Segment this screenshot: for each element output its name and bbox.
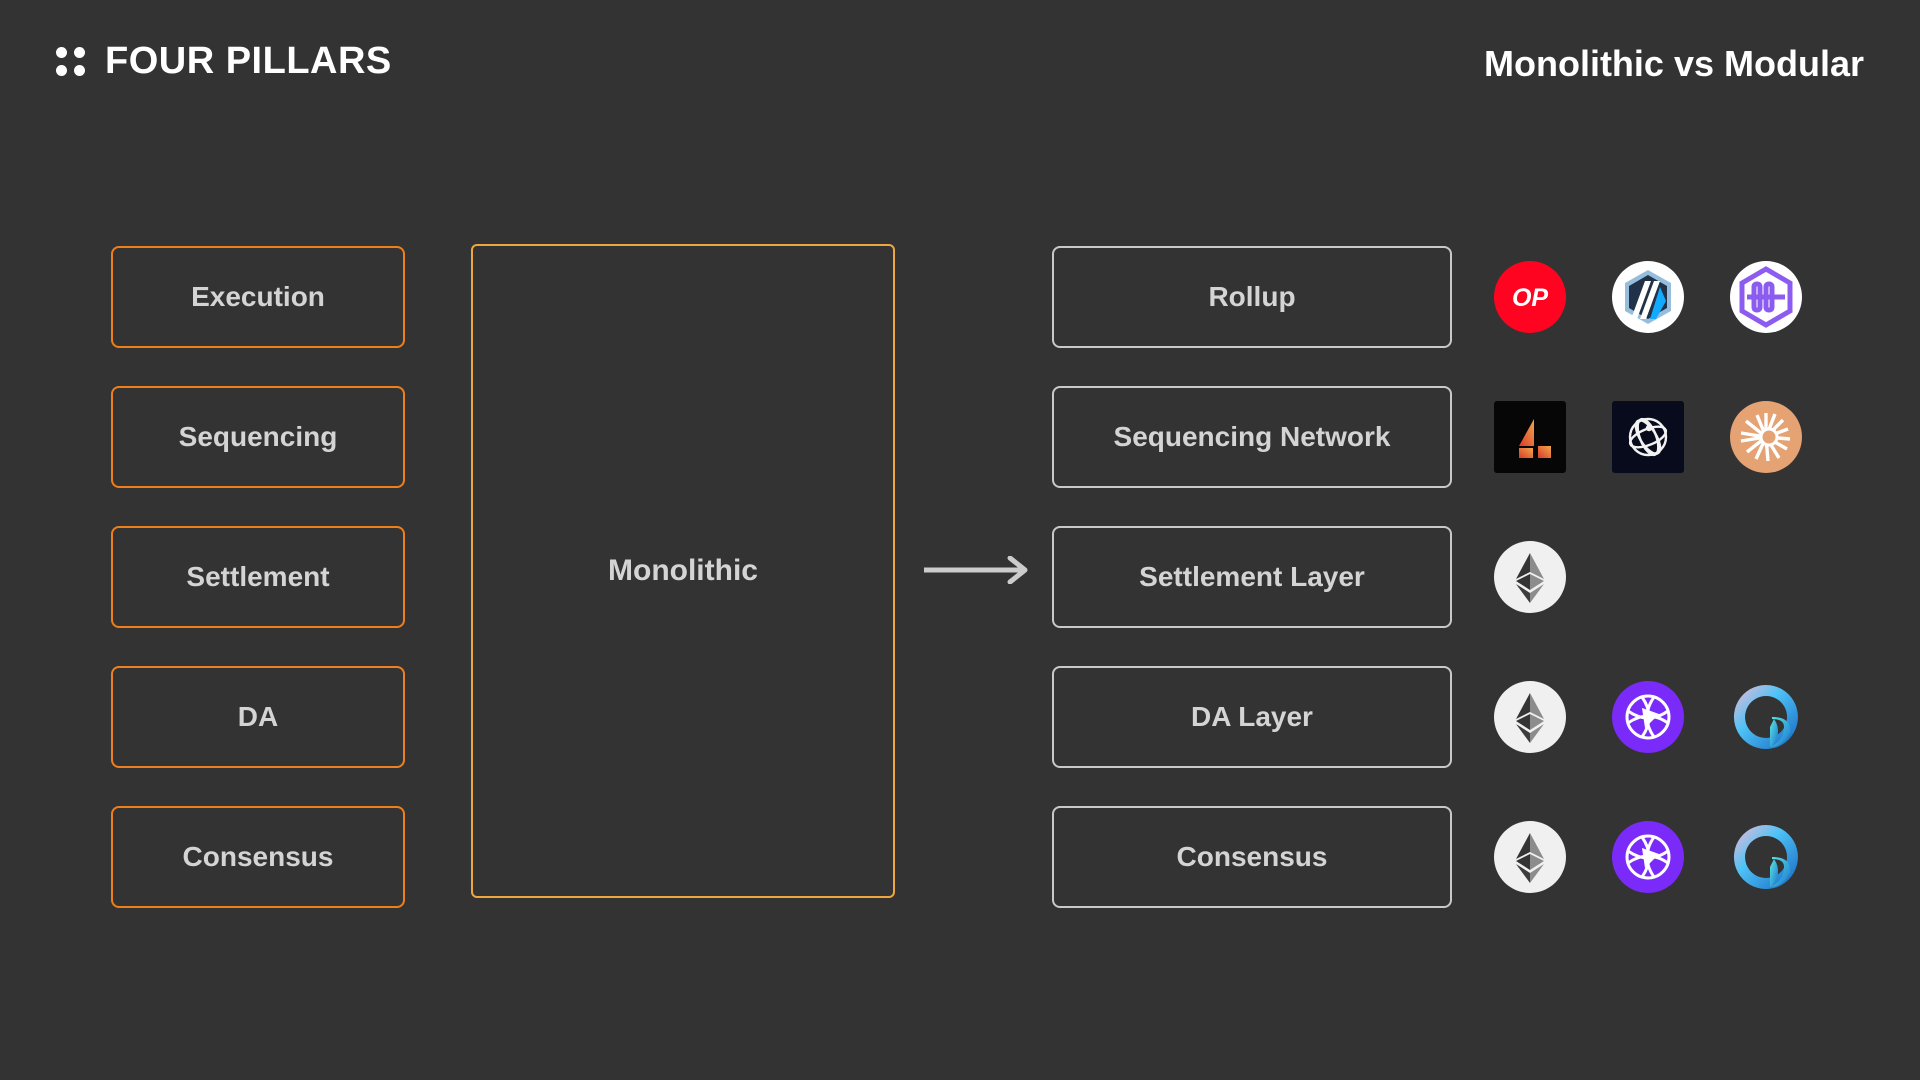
pillar-sequencing[interactable]: Sequencing <box>111 386 405 488</box>
layer-label: Rollup <box>1208 281 1296 312</box>
celestia-logo[interactable] <box>1612 681 1684 753</box>
layer-label: Consensus <box>1176 841 1328 872</box>
ethereum-logo[interactable] <box>1494 821 1566 893</box>
layer-label: DA Layer <box>1191 701 1313 732</box>
monolithic-label: Monolithic <box>608 554 758 587</box>
ethereum-logo[interactable] <box>1494 541 1566 613</box>
arbitrum-logo[interactable] <box>1612 261 1684 333</box>
page-title: Monolithic vs Modular <box>1483 43 1864 84</box>
celestia-logo[interactable] <box>1612 821 1684 893</box>
pillars-column: Execution Sequencing Settlement DA Conse… <box>111 246 405 908</box>
pillar-da[interactable]: DA <box>111 666 405 768</box>
logo-row-rollup: OP <box>1494 246 1824 348</box>
pillar-label: Settlement <box>186 561 330 592</box>
logo-strip: OP <box>1494 246 1824 908</box>
pillar-label: Execution <box>191 281 325 312</box>
layers-column: Rollup Sequencing Network Settlement Lay… <box>1052 246 1452 908</box>
right-arrow-icon <box>922 555 1034 585</box>
layer-da[interactable]: DA Layer <box>1052 666 1452 768</box>
layer-settlement[interactable]: Settlement Layer <box>1052 526 1452 628</box>
four-dot-grid-icon <box>56 46 85 76</box>
layer-label: Settlement Layer <box>1139 561 1365 592</box>
logo-row-consensus <box>1494 806 1824 908</box>
optimism-logo[interactable]: OP <box>1494 261 1566 333</box>
pillar-label: Sequencing <box>178 421 338 452</box>
layer-label: Sequencing Network <box>1113 421 1391 452</box>
pillar-label: Consensus <box>182 841 334 872</box>
zksync-logo[interactable] <box>1730 261 1802 333</box>
layer-sequencing-network[interactable]: Sequencing Network <box>1052 386 1452 488</box>
brand-logo: FOUR PILLARS <box>56 42 392 80</box>
eigenda-logo[interactable] <box>1730 681 1802 753</box>
pillar-label: DA <box>237 701 279 732</box>
logo-row-settlement <box>1494 526 1824 628</box>
radius-logo[interactable] <box>1730 401 1802 473</box>
brand-name: FOUR PILLARS <box>105 40 392 82</box>
layer-rollup[interactable]: Rollup <box>1052 246 1452 348</box>
espresso-logo[interactable] <box>1612 401 1684 473</box>
monolithic-box[interactable]: Monolithic <box>471 244 895 898</box>
layer-consensus[interactable]: Consensus <box>1052 806 1452 908</box>
astria-logo[interactable] <box>1494 401 1566 473</box>
svg-text:OP: OP <box>1512 284 1548 312</box>
eigenda-logo[interactable] <box>1730 821 1802 893</box>
ethereum-logo[interactable] <box>1494 681 1566 753</box>
pillar-settlement[interactable]: Settlement <box>111 526 405 628</box>
logo-row-da <box>1494 666 1824 768</box>
pillar-consensus[interactable]: Consensus <box>111 806 405 908</box>
logo-row-sequencing <box>1494 386 1824 488</box>
pillar-execution[interactable]: Execution <box>111 246 405 348</box>
